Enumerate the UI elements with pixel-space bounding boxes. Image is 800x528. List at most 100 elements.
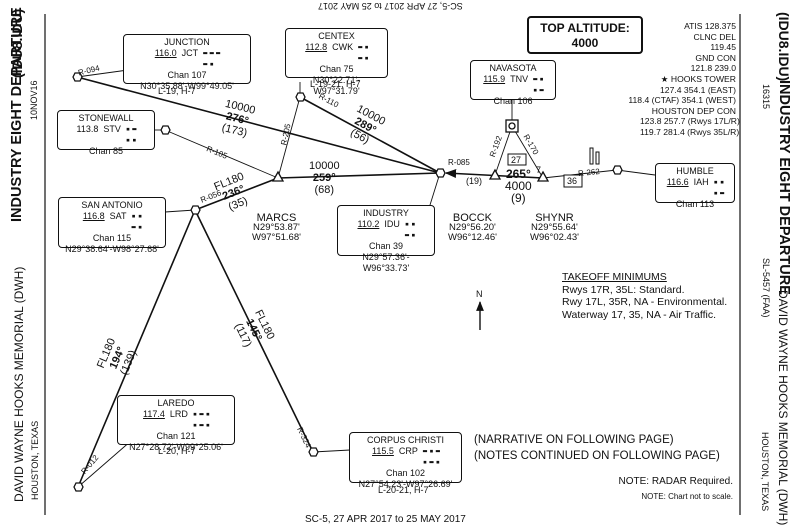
centex-airways: L-19-21, H-7: [310, 79, 361, 89]
marcs-fix-icon: [271, 170, 285, 182]
footer-effective-dates: SC-5, 27 APR 2017 to 25 MAY 2017: [305, 514, 466, 525]
takeoff-line: Waterway 17, 35, NA - Air Traffic.: [562, 308, 717, 321]
dme-27: 27: [511, 155, 522, 165]
fix-lon: W96°02.43': [530, 232, 579, 243]
morse-code-icon: ▪ ▪▬ ▪: [404, 220, 416, 239]
laredo-navaid-box: LAREDO 117.4 LRD ▪ ▬ ▪▪ ▬ ▪ Chan 121 N27°2…: [117, 395, 235, 452]
left-airport: DAVID WAYNE HOOKS MEMORIAL (DWH): [12, 266, 26, 502]
takeoff-minimums: TAKEOFF MINIMUMS Rwys 17R, 35L: Standard…: [562, 271, 727, 321]
route-idu-marcs: [277, 172, 441, 179]
right-city: HOUSTON, TEXAS: [760, 432, 770, 512]
navaid-name: STONEWALL: [78, 113, 134, 123]
fix-lat: N29°56.20': [449, 222, 496, 233]
north-label: N: [476, 289, 483, 299]
leg-label-shynr: 265° 4000 (9): [505, 168, 532, 204]
comm-line: ATIS 128.375: [684, 21, 736, 31]
morse-code-icon: ▪ ▪▪ ▬: [713, 178, 725, 197]
leg-distance: (9): [511, 191, 526, 205]
right-airport: DAVID WAYNE HOOKS MEMORIAL (DWH): [776, 290, 790, 526]
marcs-fix-label: MARCS N29°53.87' W97°51.68': [252, 213, 301, 243]
morse-code-icon: ▪ ▬ ▪▪ ▬ ▪: [192, 410, 210, 429]
fix-lon: W96°12.46': [448, 232, 497, 243]
corpus-christi-airways: L-20-21, H-7: [378, 485, 429, 495]
top-altitude-label: TOP ALTITUDE:: [540, 21, 630, 35]
navaid-ident: LRD: [169, 409, 188, 419]
navaid-coords: N27°54.23'-W97°26.69': [358, 479, 453, 489]
morse-code-icon: ▬ ▬ ▬▬ ▪: [203, 49, 220, 68]
leg-altitude: 4000: [505, 179, 532, 193]
iah-vortac-icon: [612, 165, 623, 175]
navaid-frequency: 113.8: [76, 124, 99, 134]
shynr-fix-label: SHYNR N29°55.64' W96°02.43': [530, 213, 579, 243]
leg-course: 265°: [505, 167, 531, 181]
navaid-coords: N27°28.72'-W99°25.06': [129, 442, 223, 452]
dme-36: 36: [567, 176, 578, 186]
navaid-frequency: 116.8: [82, 211, 105, 221]
fix-lon: W97°51.68': [252, 232, 301, 243]
fix-name: SHYNR: [535, 212, 574, 224]
fix-lat: N29°55.64': [531, 222, 578, 233]
right-faa: SL-5457 (FAA): [761, 258, 771, 318]
lrd-vortac-icon: [73, 482, 84, 492]
leg-altitude: 10000: [309, 160, 340, 172]
header-effective-dates: SC-5, 27 APR 2017 to 25 MAY 2017: [318, 1, 463, 11]
takeoff-title: TAKEOFF MINIMUMS: [562, 271, 667, 283]
comm-line: ★ HOOKS TOWER: [660, 73, 736, 84]
comm-line: 123.8 257.7 (Rwys 17L/R): [640, 116, 740, 127]
narrative-ref: (NARRATIVE ON FOLLOWING PAGE): [474, 434, 674, 446]
comm-line: 121.8 239.0: [690, 63, 736, 74]
navaid-channel: Chan 39: [368, 241, 404, 251]
navaid-name: NAVASOTA: [489, 63, 537, 73]
navaid-frequency: 117.4: [143, 409, 165, 419]
navaid-channel: Chan 106: [493, 96, 533, 106]
morse-code-icon: ▬ ▪▪ ▬: [533, 75, 544, 94]
route-sat-lrd: [77, 209, 196, 488]
navaid-ident: IDU: [384, 219, 400, 229]
junction-airways: L-19, H-7: [158, 86, 196, 96]
navaid-frequency: 115.9: [483, 74, 506, 84]
navaid-ident: JCT: [181, 48, 199, 58]
navasota-navaid-box: NAVASOTA 115.9 TNV ▬ ▪▪ ▬ Chan 106: [470, 60, 556, 106]
route-marcs-sat: [194, 177, 279, 211]
shynr-fix-icon: [536, 170, 550, 182]
navaid-name: CENTEX: [318, 31, 355, 41]
bocck-fix-label: BOCCK N29°56.20' W96°12.46': [448, 213, 497, 243]
jct-vortac-icon: [72, 72, 83, 82]
route-idu-cwk: [299, 96, 441, 174]
navaid-name: INDUSTRY: [363, 208, 409, 218]
route-idu-jct: [76, 76, 441, 174]
leg-course: 259°: [312, 172, 336, 184]
navaid-ident: SAT: [109, 211, 127, 221]
stv-vortac-icon: [160, 125, 171, 135]
navaid-ident: CWK: [332, 42, 354, 52]
navaid-channel: Chan 107: [167, 70, 207, 80]
crp-vortac-icon: [308, 447, 319, 457]
takeoff-line: Rwys 17R, 35L: Standard.: [562, 283, 685, 296]
navaid-ident: TNV: [510, 74, 529, 84]
left-city: HOUSTON, TEXAS: [30, 420, 40, 500]
navaid-channel: Chan 75: [319, 64, 354, 74]
left-code: (IDU8.IDU): [9, 8, 25, 78]
navaid-channel: Chan 115: [92, 233, 132, 243]
note-radar: NOTE: RADAR Required.: [618, 476, 733, 487]
navaid-coords: N29°57.36'-W96°33.73': [362, 252, 410, 273]
navaid-ident: STV: [103, 124, 121, 134]
navaid-coords: N30°22.71'-W97°31.79': [312, 75, 361, 96]
comm-line: 119.45: [710, 42, 736, 53]
takeoff-line: Rwy 17L, 35R, NA - Environmental.: [562, 296, 728, 308]
bocck-distance: (19): [466, 176, 483, 186]
idu-vortac-icon: [435, 168, 446, 178]
navaid-frequency: 115.5: [372, 446, 394, 456]
navaid-name: LAREDO: [157, 398, 195, 408]
right-number: 16315: [761, 84, 771, 110]
laredo-airways: L-20, H-7: [158, 446, 196, 456]
left-date: 10NOV16: [29, 80, 39, 120]
navaid-channel: Chan 121: [156, 431, 196, 441]
navaid-name: HUMBLE: [676, 166, 714, 176]
